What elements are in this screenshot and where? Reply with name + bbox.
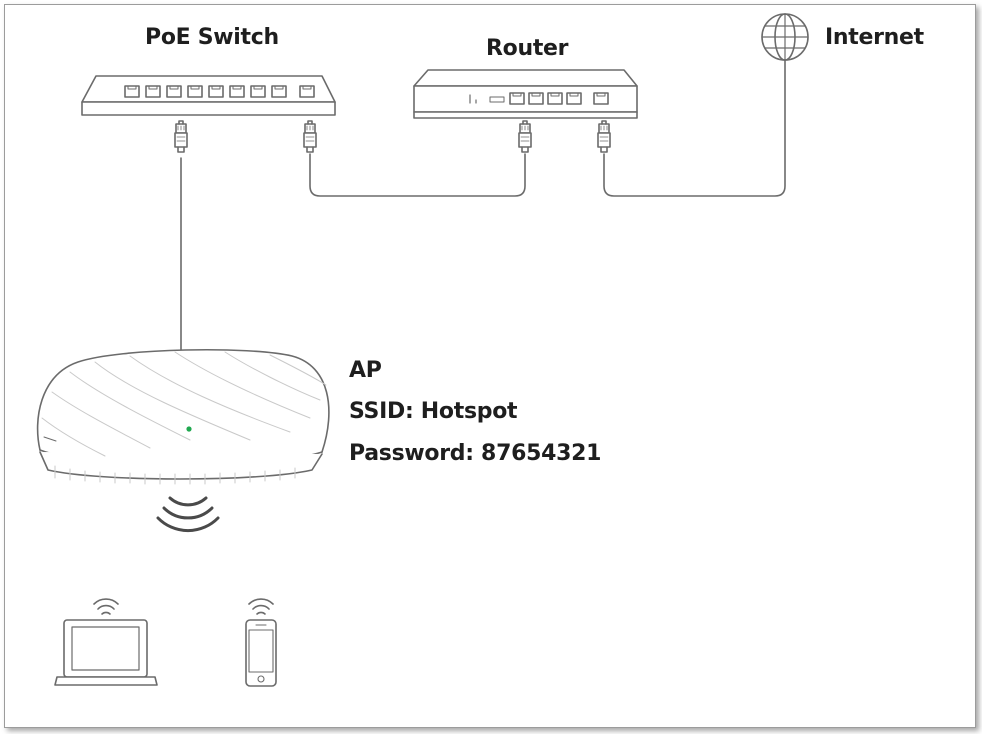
rj45-plug-icon bbox=[174, 120, 611, 153]
cable-router-to-internet bbox=[603, 59, 786, 197]
access-point-icon bbox=[36, 348, 330, 485]
cable-switch-to-router bbox=[309, 153, 526, 197]
router-label: Router bbox=[486, 36, 569, 61]
router-icon bbox=[413, 69, 638, 119]
ap-password-label: Password: 87654321 bbox=[349, 441, 602, 466]
globe-icon bbox=[761, 13, 809, 61]
laptop-icon bbox=[54, 598, 158, 686]
internet-label: Internet bbox=[825, 25, 924, 50]
ap-ssid-label: SSID: Hotspot bbox=[349, 399, 518, 424]
poe-switch-icon bbox=[81, 75, 336, 116]
wifi-signal-icon bbox=[156, 496, 220, 533]
smartphone-icon bbox=[245, 598, 277, 687]
ap-name-label: AP bbox=[349, 358, 382, 383]
switch-label: PoE Switch bbox=[145, 25, 279, 50]
